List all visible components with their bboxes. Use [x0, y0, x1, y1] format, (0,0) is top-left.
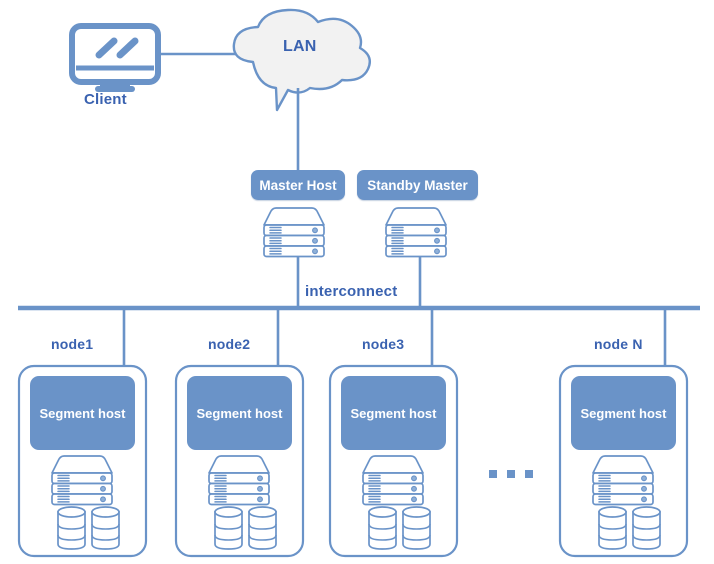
node2-segment-host[interactable]: Segment host [187, 376, 292, 450]
database-cylinder-icon [632, 506, 661, 550]
database-cylinder-icon [91, 506, 120, 550]
node1-label: node1 [51, 336, 94, 352]
client-label: Client [84, 91, 127, 108]
node1-segment-host[interactable]: Segment host [30, 376, 135, 450]
database-cylinder-icon [57, 506, 86, 550]
node-server-rack-icon [362, 455, 424, 506]
node3-segment-host[interactable]: Segment host [341, 376, 446, 450]
cloud-icon [232, 8, 371, 112]
ellipsis-icon [489, 470, 533, 478]
standby-master-rack-icon [385, 207, 447, 258]
node-server-rack-icon [51, 455, 113, 506]
master-host-rack-icon [263, 207, 325, 258]
lan-label: LAN [283, 38, 317, 55]
node-server-rack-icon [208, 455, 270, 506]
standby-master-badge[interactable]: Standby Master [357, 170, 478, 200]
node3-label: node3 [362, 336, 405, 352]
monitor-icon [69, 23, 161, 92]
database-cylinder-icon [402, 506, 431, 550]
interconnect-label: interconnect [305, 283, 398, 300]
database-cylinder-icon [214, 506, 243, 550]
database-cylinder-icon [248, 506, 277, 550]
node-server-rack-icon [592, 455, 654, 506]
master-host-badge[interactable]: Master Host [251, 170, 345, 200]
database-cylinder-icon [598, 506, 627, 550]
nodeN-segment-host[interactable]: Segment host [571, 376, 676, 450]
nodeN-label: node N [594, 336, 643, 352]
database-cylinder-icon [368, 506, 397, 550]
node2-label: node2 [208, 336, 251, 352]
